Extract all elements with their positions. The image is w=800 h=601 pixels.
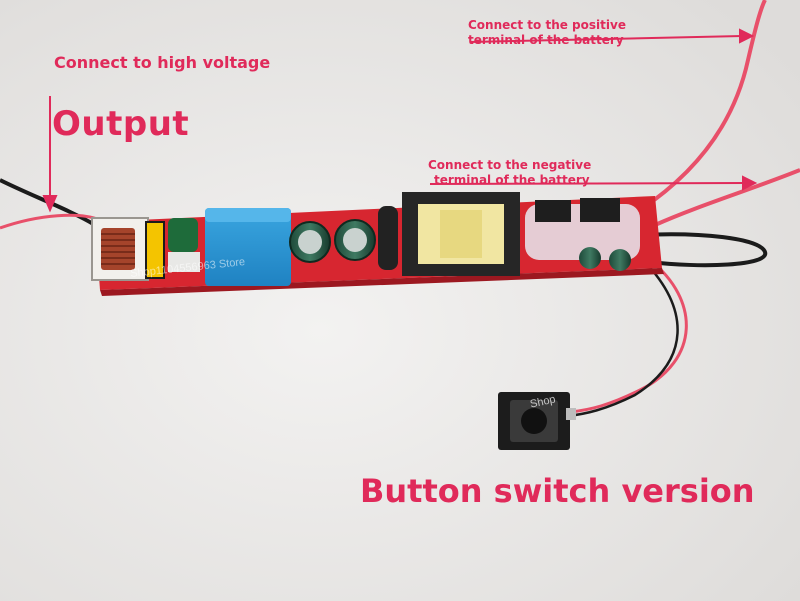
label-negative-terminal: Connect to the negative terminal of the … — [428, 158, 591, 188]
annotation-arrows — [42, 28, 758, 213]
label-button-version: Button switch version — [360, 472, 755, 510]
coil-winding — [101, 228, 135, 270]
label-positive-line1: Connect to the positive — [468, 18, 626, 32]
label-positive-terminal: Connect to the positive terminal of the … — [468, 18, 626, 48]
black-wire-loop — [639, 232, 768, 268]
label-positive-line2: terminal of the battery — [468, 33, 624, 47]
button-wire-black — [567, 261, 679, 418]
black-chip-2 — [580, 198, 620, 222]
pcb-shadow — [100, 268, 664, 296]
coil-yellow-tab — [145, 221, 165, 279]
small-cap-2 — [609, 249, 631, 271]
green-component — [168, 218, 198, 252]
coil-stripes — [101, 233, 135, 265]
arrow-negative-head — [742, 175, 758, 191]
positive-wire — [638, 0, 767, 212]
blue-transformer-cap — [205, 208, 291, 222]
small-black-coil — [378, 206, 398, 270]
blue-transformer — [205, 208, 291, 286]
button-wire-red — [569, 258, 688, 414]
push-button-legs — [566, 408, 576, 420]
main-transformer-core — [440, 210, 482, 258]
small-cap-1 — [579, 247, 601, 269]
label-output: Output — [52, 104, 190, 144]
capacitor-1-top — [298, 230, 322, 254]
arrow-output-head — [42, 195, 58, 213]
label-high-voltage: Connect to high voltage — [54, 53, 271, 72]
arrow-negative-line — [429, 182, 746, 185]
white-component — [168, 252, 200, 272]
negative-wire — [654, 168, 800, 227]
label-negative-line1: Connect to the negative — [428, 158, 592, 172]
black-chip-1 — [535, 200, 571, 222]
arrow-positive-line — [469, 35, 743, 43]
label-negative-line2: terminal of the battery — [434, 173, 590, 187]
capacitor-2-top — [343, 228, 367, 252]
arrow-positive-head — [739, 28, 755, 44]
push-button-top — [521, 408, 547, 434]
